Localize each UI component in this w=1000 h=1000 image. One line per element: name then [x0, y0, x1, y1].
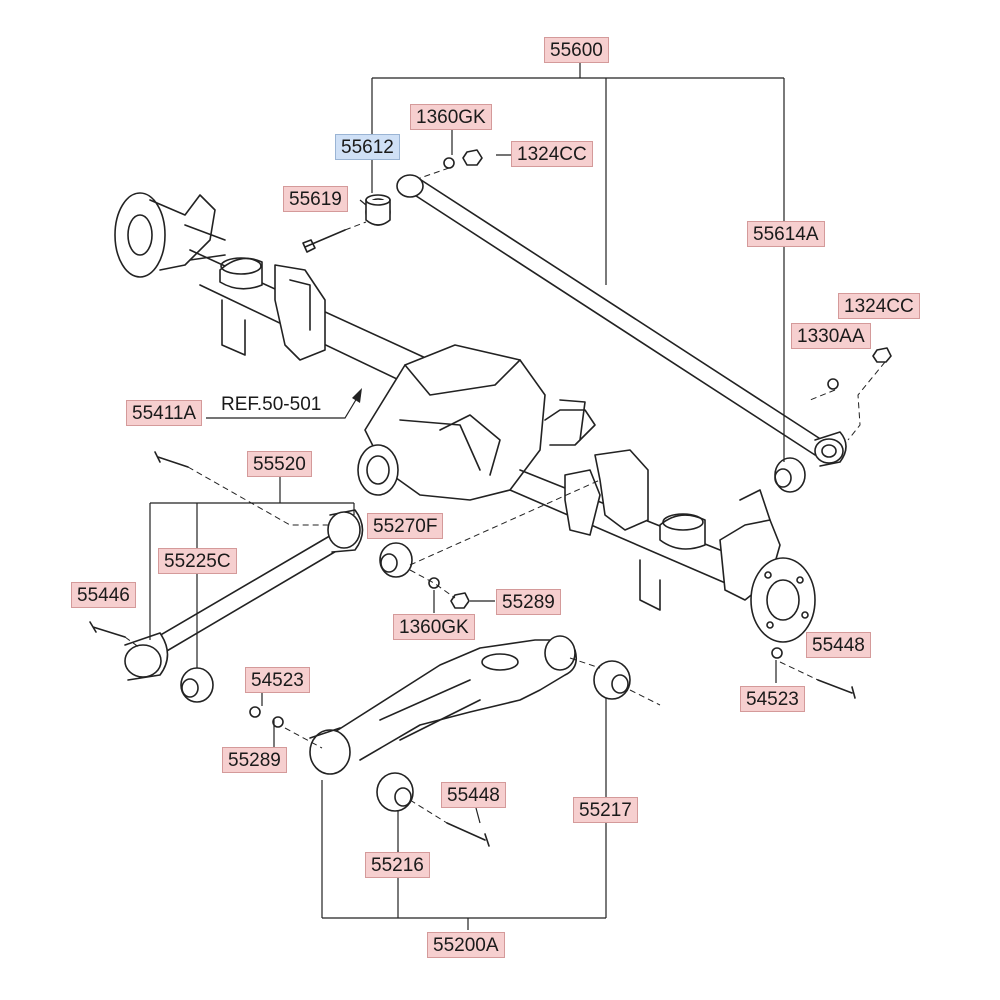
label-55270f[interactable]: 55270F — [367, 513, 444, 539]
label-55614a[interactable]: 55614A — [747, 221, 825, 247]
lateral-rod — [396, 174, 847, 467]
bolt-55619 — [302, 229, 346, 253]
label-55200a[interactable]: 55200A — [427, 932, 505, 958]
label-55225c[interactable]: 55225C — [158, 548, 237, 574]
label-55600[interactable]: 55600 — [544, 37, 609, 63]
label-55216[interactable]: 55216 — [365, 852, 430, 878]
label-55619[interactable]: 55619 — [283, 186, 348, 212]
label-55448-right[interactable]: 55448 — [806, 632, 871, 658]
label-55289-low[interactable]: 55289 — [222, 747, 287, 773]
label-55446[interactable]: 55446 — [71, 582, 136, 608]
label-1330aa[interactable]: 1330AA — [791, 323, 871, 349]
lower-control-arm-55200a — [309, 635, 631, 812]
bushing-55612 — [365, 194, 391, 226]
trailing-arm-55520 — [124, 509, 413, 703]
reference-label: REF.50-501 — [221, 394, 322, 415]
bushing-right — [774, 457, 806, 493]
bolt-55448-low — [446, 822, 490, 847]
label-54523-right[interactable]: 54523 — [740, 686, 805, 712]
label-55520[interactable]: 55520 — [247, 451, 312, 477]
label-55448-low[interactable]: 55448 — [441, 782, 506, 808]
bolt-55448-right — [817, 679, 856, 699]
label-1360gk-mid[interactable]: 1360GK — [393, 614, 475, 640]
label-55289-mid[interactable]: 55289 — [496, 589, 561, 615]
label-1360gk-top[interactable]: 1360GK — [410, 104, 492, 130]
label-1324cc-right[interactable]: 1324CC — [838, 293, 920, 319]
label-55612[interactable]: 55612 — [335, 134, 400, 160]
rear-axle-housing — [114, 192, 816, 643]
bolt-55446 — [89, 621, 126, 638]
label-1324cc-top[interactable]: 1324CC — [511, 141, 593, 167]
bolt-55411a — [154, 451, 189, 468]
label-54523-left[interactable]: 54523 — [245, 667, 310, 693]
label-55217[interactable]: 55217 — [573, 797, 638, 823]
label-55411a[interactable]: 55411A — [126, 400, 203, 426]
